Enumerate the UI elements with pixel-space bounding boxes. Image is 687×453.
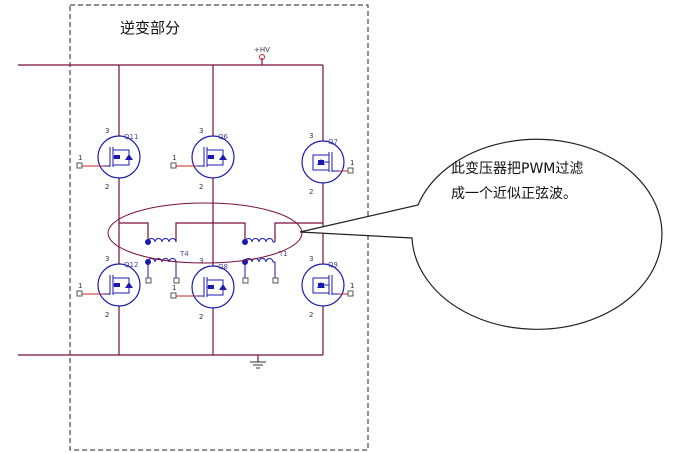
svg-text:2: 2: [199, 183, 203, 191]
svg-text:1: 1: [172, 284, 176, 292]
transformer-t4: T4: [145, 238, 189, 284]
mosfet-q12: 1 3 2 Q12: [76, 255, 141, 319]
mosfet-q9: 1 3 2 Q9: [301, 255, 354, 319]
svg-text:3: 3: [199, 127, 203, 135]
transistor-label: Q7: [328, 138, 338, 146]
callout-bubble: [299, 138, 663, 330]
svg-text:2: 2: [105, 183, 109, 191]
svg-text:2: 2: [105, 311, 109, 319]
transistor-label: Q9: [328, 261, 338, 269]
svg-text:3: 3: [105, 255, 109, 263]
svg-text:2: 2: [309, 188, 313, 196]
svg-text:2: 2: [199, 313, 203, 321]
transistor-label: Q11: [124, 133, 138, 141]
transistor-label: Q12: [124, 261, 138, 269]
mosfet-q6: 1 3 2 Q6: [170, 127, 235, 191]
svg-text:3: 3: [105, 127, 109, 135]
svg-text:1: 1: [78, 154, 82, 162]
transistor-label: Q6: [218, 133, 229, 141]
transformer-t1: T1: [242, 238, 288, 284]
wires: [18, 58, 324, 362]
svg-text:T4: T4: [179, 250, 189, 258]
svg-text:1: 1: [172, 154, 176, 162]
transformer-highlight-ellipse: [107, 202, 303, 264]
svg-text:1: 1: [350, 159, 354, 167]
mosfet-q7: 1 3 2 Q7: [301, 132, 354, 196]
svg-text:3: 3: [199, 257, 203, 265]
svg-text:T1: T1: [278, 250, 288, 258]
callout-text-line2: 成一个近似正弦波。: [451, 186, 577, 202]
hv-label: +HV: [254, 46, 270, 54]
hv-terminal: [259, 54, 265, 60]
svg-text:3: 3: [309, 255, 313, 263]
transistor-label: Q8: [218, 263, 228, 271]
svg-text:1: 1: [78, 282, 82, 290]
svg-text:3: 3: [309, 132, 313, 140]
ground-icon: [250, 361, 266, 369]
section-title: 逆变部分: [120, 19, 181, 37]
svg-text:2: 2: [309, 311, 313, 319]
callout-text-line1: 此变压器把PWM过滤: [451, 161, 584, 177]
mosfet-q11: 1 3 2 Q11: [76, 127, 141, 191]
mosfet-q8: 1 3 2 Q8: [170, 257, 235, 321]
svg-text:1: 1: [350, 282, 354, 290]
